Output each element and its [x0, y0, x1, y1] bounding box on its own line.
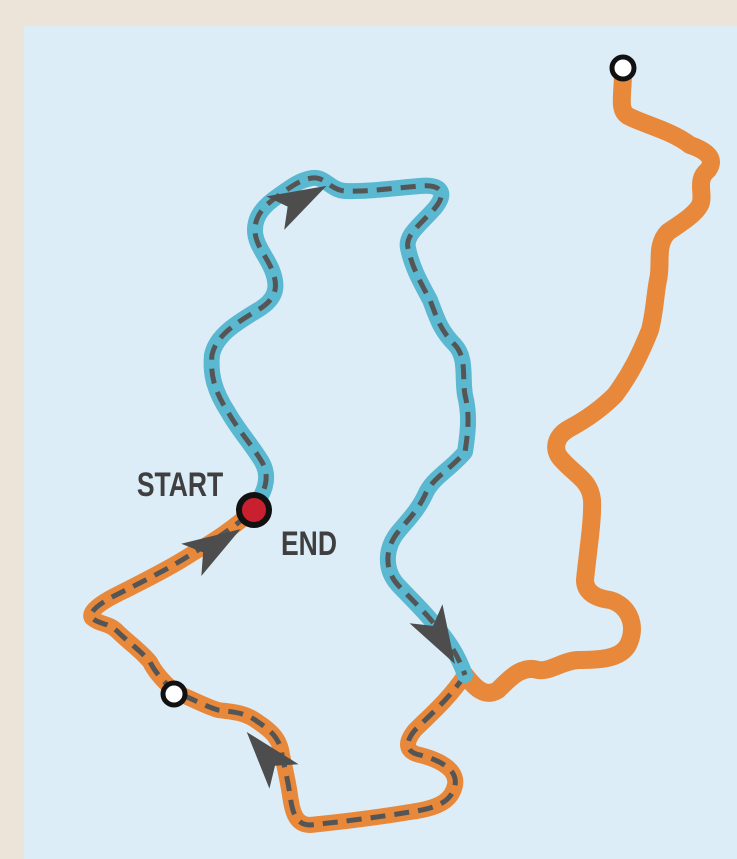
start-end-marker[interactable]: [236, 492, 272, 528]
orange-spur-route: [456, 63, 720, 702]
arrow-icon-northeast-lower: [181, 529, 241, 576]
map-area: [24, 26, 737, 859]
orange-loop-route: [83, 502, 473, 833]
arrow-icon-northeast-upper: [266, 185, 327, 230]
arrow-icon-southeast: [409, 604, 455, 664]
arrow-icon-northwest: [246, 732, 299, 789]
blue-loop-route: [203, 169, 476, 683]
start-label: START: [137, 466, 224, 504]
waypoint-marker-bottom[interactable]: [160, 680, 188, 708]
waypoint-marker-top[interactable]: [609, 54, 637, 82]
end-label: END: [281, 525, 337, 563]
orange-loop-dashes: [88, 508, 468, 828]
blue-loop-dashes: [209, 175, 471, 676]
